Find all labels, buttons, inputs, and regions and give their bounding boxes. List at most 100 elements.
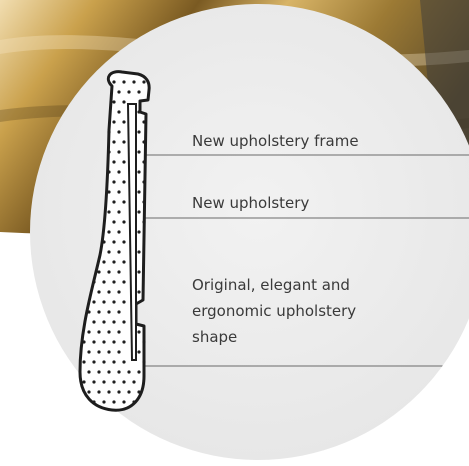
foam-dot [122,160,125,163]
foam-dot [92,380,95,383]
foam-dot [142,340,145,343]
foam-dot [112,180,115,183]
foam-dot [137,170,140,173]
foam-dot [117,390,120,393]
foam-dot [107,130,110,133]
foam-dot [122,80,125,83]
foam-dot [117,250,120,253]
foam-dot [82,340,85,343]
foam-dot [102,380,105,383]
foam-dot [122,180,125,183]
foam-dot [112,360,115,363]
foam-dot [142,360,145,363]
foam-dot [97,350,100,353]
foam-dot [112,100,115,103]
label-new-upholstery: New upholstery [192,190,309,216]
foam-dot [117,230,120,233]
foam-dot [137,330,140,333]
foam-dot [142,140,145,143]
foam-dot [97,290,100,293]
label-original-shape-line1: Original, elegant and [192,272,356,298]
foam-dot [137,150,140,153]
foam-dot [97,270,100,273]
foam-dot [102,280,105,283]
foam-dot [127,390,130,393]
foam-dot [107,350,110,353]
foam-dot [127,370,130,373]
foam-dot [122,200,125,203]
foam-dot [142,200,145,203]
label-new-upholstery-frame: New upholstery frame [192,128,359,154]
foam-dot [102,340,105,343]
foam-dot [102,360,105,363]
foam-dot [87,310,90,313]
label-original-shape-line2: ergonomic upholstery [192,298,356,324]
foam-dot [132,80,135,83]
foam-dot [107,210,110,213]
foam-dot [97,310,100,313]
foam-dot [137,110,140,113]
foam-dot [102,320,105,323]
foam-dot [122,380,125,383]
foam-dot [137,290,140,293]
foam-dot [122,400,125,403]
foam-dot [137,90,140,93]
foam-dot [122,340,125,343]
foam-dot [112,120,115,123]
foam-dot [142,180,145,183]
foam-dot [117,270,120,273]
foam-dot [97,330,100,333]
foam-dot [102,400,105,403]
foam-dot [117,150,120,153]
foam-dot [122,260,125,263]
foam-dot [112,240,115,243]
foam-dot [87,330,90,333]
foam-dot [142,160,145,163]
foam-dot [112,280,115,283]
foam-dot [137,350,140,353]
foam-dot [117,370,120,373]
foam-dot [107,310,110,313]
foam-dot [107,250,110,253]
foam-dot [97,370,100,373]
foam-dot [107,150,110,153]
foam-dot [87,350,90,353]
foam-dot [112,160,115,163]
foam-dot [137,230,140,233]
foam-dot [137,370,140,373]
foam-dot [107,190,110,193]
foam-dot [112,380,115,383]
foam-dot [107,370,110,373]
foam-dot [132,400,135,403]
label-original-shape: Original, elegant and ergonomic upholste… [192,272,356,350]
foam-dot [117,310,120,313]
foam-dot [112,140,115,143]
foam-dot [117,190,120,193]
foam-dot [122,120,125,123]
foam-dot [112,340,115,343]
foam-dot [117,110,120,113]
foam-dot [107,230,110,233]
foam-dot [117,130,120,133]
foam-dot [112,260,115,263]
foam-dot [137,390,140,393]
foam-dot [97,390,100,393]
foam-dot [137,130,140,133]
foam-dot [117,350,120,353]
foam-dot [82,380,85,383]
foam-dot [92,400,95,403]
foam-dot [87,390,90,393]
foam-dot [112,220,115,223]
foam-dot [87,370,90,373]
foam-dot [122,280,125,283]
foam-dot [107,270,110,273]
foam-dot [92,360,95,363]
foam-dot [137,270,140,273]
foam-dot [92,300,95,303]
foam-dot [107,390,110,393]
foam-dot [112,200,115,203]
foam-dot [142,220,145,223]
foam-dot [92,280,95,283]
foam-dot [132,380,135,383]
foam-dot [112,320,115,323]
